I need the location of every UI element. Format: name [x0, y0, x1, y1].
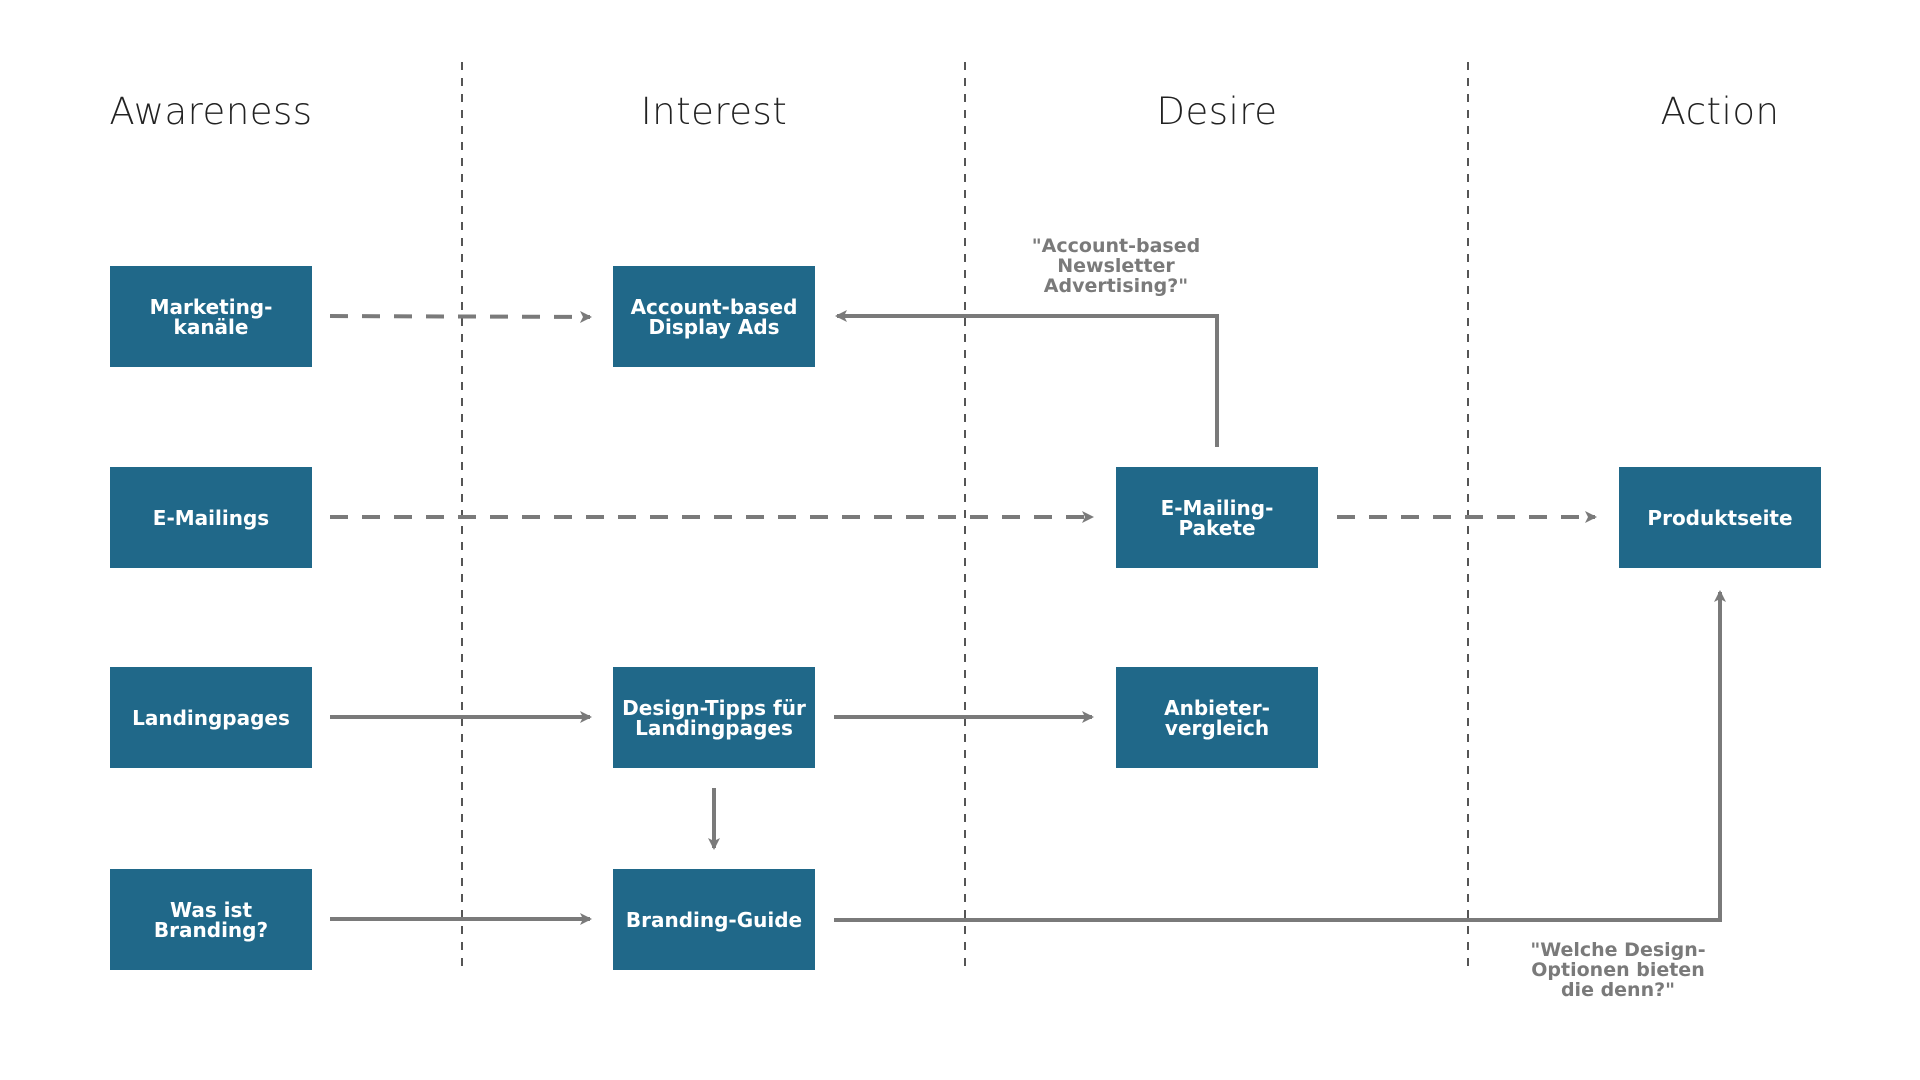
box-anbietervergleich[interactable]: Anbieter- vergleich [1116, 667, 1318, 768]
note-design-optionen: "Welche Design- Optionen bieten die denn… [1530, 939, 1706, 1001]
arrow-email-packages-to-display-ads [835, 310, 1219, 447]
box-display-ads[interactable]: Account-based Display Ads [613, 266, 815, 367]
stage-title-interest: Interest [640, 90, 788, 133]
stage-title-action: Action [1660, 90, 1780, 133]
arrow-marketing-to-display-ads [329, 310, 592, 323]
box-design-tipps[interactable]: Design-Tipps für Landingpages [613, 667, 815, 768]
stage-title-desire: Desire [1156, 90, 1278, 133]
box-was-ist-branding[interactable]: Was ist Branding? [110, 869, 312, 970]
box-marketing-kanaele[interactable]: Marketing- kanäle [110, 266, 312, 367]
box-emailings[interactable]: E-Mailings [110, 467, 312, 568]
note-newsletter-advertising: "Account-based Newsletter Advertising?" [1031, 235, 1201, 297]
box-landingpages[interactable]: Landingpages [110, 667, 312, 768]
box-emailing-pakete[interactable]: E-Mailing- Pakete [1116, 467, 1318, 568]
box-produktseite[interactable]: Produktseite [1619, 467, 1821, 568]
stage-title-awareness: Awareness [109, 90, 313, 133]
box-branding-guide[interactable]: Branding-Guide [613, 869, 815, 970]
arrow-branding-guide-to-product-page [834, 590, 1726, 922]
